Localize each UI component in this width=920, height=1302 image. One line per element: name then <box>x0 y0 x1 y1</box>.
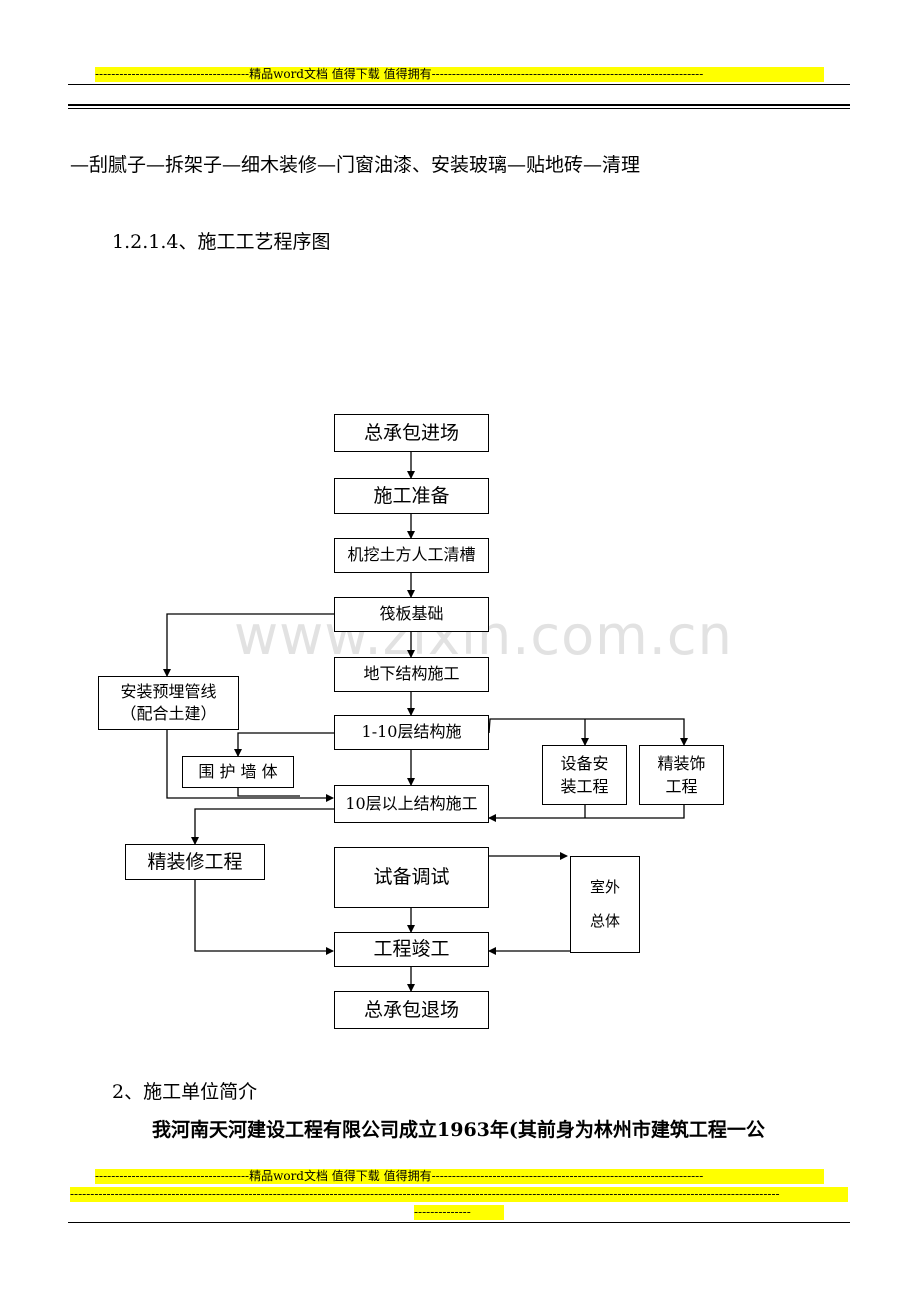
section2-heading: 2、施工单位简介 <box>112 1081 258 1103</box>
flow-box-raft-foundation: 筏板基础 <box>334 597 489 632</box>
flow-box-contractor-exit: 总承包退场 <box>334 991 489 1029</box>
flow-box-completion: 工程竣工 <box>334 932 489 967</box>
footer-banner-1: --------------------------------------精品… <box>95 1169 824 1184</box>
flow-box-floors-above-10: 10层以上结构施工 <box>334 785 489 823</box>
flow-box-underground-structure: 地下结构施工 <box>334 657 489 692</box>
flow-box-enclosure-wall: 围 护 墙 体 <box>182 756 294 788</box>
flow-box-embedded-pipes: 安装预埋管线 （配合土建） <box>98 676 239 730</box>
body-line-1: —刮腻子—拆架子—细木装修—门窗油漆、安装玻璃—贴地砖—清理 <box>70 154 641 176</box>
footer-rule <box>68 1222 850 1223</box>
section2-text: 我河南天河建设工程有限公司成立1963年(其前身为林州市建筑工程一公 <box>152 1119 765 1141</box>
flow-box-construction-prep: 施工准备 <box>334 478 489 514</box>
flow-box-equipment-testing: 试备调试 <box>334 847 489 908</box>
flow-box-general-contractor-entry: 总承包进场 <box>334 414 489 452</box>
footer-banner-2: ----------------------------------------… <box>70 1187 848 1202</box>
flow-box-equipment-installation: 设备安 装工程 <box>542 745 627 805</box>
flow-box-outdoor-works: 室外 总体 <box>570 856 640 953</box>
flow-box-excavation: 机挖土方人工清槽 <box>334 538 489 573</box>
header-rule-thick-2 <box>68 108 850 109</box>
footer-banner-3: -------------- <box>414 1205 504 1220</box>
flow-box-floors-1-10: 1-10层结构施 <box>334 715 489 750</box>
header-banner: --------------------------------------精品… <box>95 67 824 82</box>
section-heading: 1.2.1.4、施工工艺程序图 <box>112 231 331 253</box>
header-rule-thick-1 <box>68 104 850 106</box>
flow-box-fine-decoration: 精装修工程 <box>125 844 265 880</box>
flow-box-fine-finishing: 精装饰 工程 <box>639 745 724 805</box>
header-rule-thin <box>68 84 850 85</box>
